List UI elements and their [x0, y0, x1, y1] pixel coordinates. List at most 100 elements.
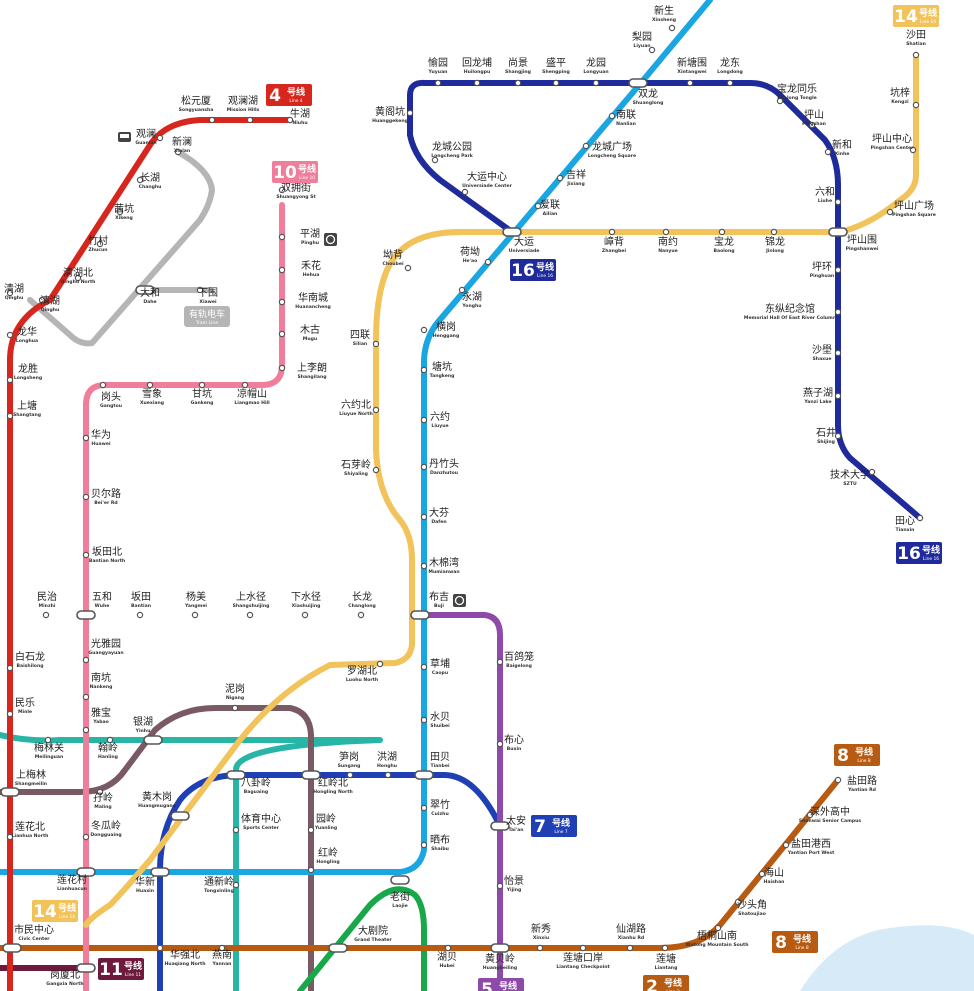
- station-marker[interactable]: [301, 611, 309, 619]
- station-marker[interactable]: [579, 944, 587, 952]
- station-name[interactable]: 田贝: [430, 751, 450, 763]
- station-name[interactable]: 上水径: [236, 590, 266, 603]
- station-marker[interactable]: [868, 468, 876, 476]
- station-marker[interactable]: [198, 381, 206, 389]
- station-marker[interactable]: [376, 660, 384, 668]
- station-name[interactable]: 新生: [654, 4, 674, 17]
- station-marker[interactable]: [912, 51, 920, 59]
- station-marker[interactable]: [226, 770, 246, 780]
- station-name[interactable]: 坂田北: [92, 546, 122, 558]
- station-marker[interactable]: [420, 804, 428, 812]
- station-name[interactable]: 茜坑: [114, 202, 134, 215]
- station-marker[interactable]: [6, 664, 14, 672]
- station-name[interactable]: 龙华: [17, 325, 37, 338]
- station-marker[interactable]: [6, 376, 14, 384]
- station-marker[interactable]: [824, 148, 832, 156]
- station-name[interactable]: 贝尔路: [91, 487, 121, 500]
- station-name[interactable]: 光雅园: [91, 637, 121, 650]
- station-name[interactable]: 坪山中心: [872, 132, 912, 145]
- station-name[interactable]: 梧桐山南: [697, 929, 737, 942]
- station-marker[interactable]: [106, 736, 114, 744]
- station-marker[interactable]: [770, 228, 778, 236]
- station-name[interactable]: 下围: [198, 287, 218, 299]
- station-name[interactable]: 大运: [514, 235, 534, 248]
- station-name[interactable]: 坳背: [383, 248, 403, 261]
- station-name[interactable]: 民乐: [15, 697, 35, 709]
- station-marker[interactable]: [420, 366, 428, 374]
- station-name[interactable]: 黄木岗: [142, 790, 172, 803]
- station-name[interactable]: 凉帽山: [237, 387, 267, 400]
- station-marker[interactable]: [806, 811, 814, 819]
- station-name[interactable]: 木古: [300, 323, 320, 336]
- station-marker[interactable]: [6, 331, 14, 339]
- station-name[interactable]: 洪湖: [377, 751, 397, 763]
- station-marker[interactable]: [484, 258, 492, 266]
- station-marker[interactable]: [96, 240, 104, 248]
- station-name[interactable]: 南坑: [91, 671, 111, 684]
- station-marker[interactable]: [156, 134, 164, 142]
- station-name[interactable]: 塘坑: [432, 360, 452, 373]
- station-name[interactable]: 木棉湾: [429, 556, 459, 569]
- station-marker[interactable]: [2, 943, 22, 953]
- station-marker[interactable]: [912, 101, 920, 109]
- station-marker[interactable]: [552, 79, 560, 87]
- station-name[interactable]: 通新岭: [204, 875, 234, 888]
- station-marker[interactable]: [307, 866, 315, 874]
- station-marker[interactable]: [328, 943, 348, 953]
- station-name[interactable]: 华为: [91, 428, 111, 441]
- station-name[interactable]: 新澜: [172, 135, 192, 148]
- station-marker[interactable]: [626, 944, 634, 952]
- station-name[interactable]: 市民中心: [14, 923, 54, 936]
- station-name[interactable]: 燕南: [212, 948, 232, 961]
- station-name[interactable]: 沙田: [906, 29, 926, 41]
- station-name[interactable]: 愉园: [428, 56, 448, 69]
- station-marker[interactable]: [420, 463, 428, 471]
- station-name[interactable]: 回龙埔: [462, 56, 492, 69]
- station-marker[interactable]: [136, 611, 144, 619]
- station-marker[interactable]: [502, 227, 522, 237]
- station-name[interactable]: 爱联: [540, 198, 560, 211]
- station-marker[interactable]: [608, 228, 616, 236]
- station-name[interactable]: 清湖北: [63, 266, 93, 279]
- station-name[interactable]: 新塘围: [677, 56, 707, 69]
- station-marker[interactable]: [726, 79, 734, 87]
- station-marker[interactable]: [135, 285, 155, 295]
- station-marker[interactable]: [6, 289, 14, 297]
- station-name[interactable]: 杨美: [186, 590, 206, 603]
- station-name[interactable]: 观澜湖: [228, 95, 258, 107]
- station-name[interactable]: 大和: [140, 286, 160, 299]
- station-marker[interactable]: [834, 349, 842, 357]
- station-marker[interactable]: [286, 116, 294, 124]
- station-marker[interactable]: [346, 771, 354, 779]
- station-marker[interactable]: [661, 944, 669, 952]
- station-name[interactable]: 雪象: [142, 388, 162, 400]
- station-marker[interactable]: [490, 821, 510, 831]
- station-name[interactable]: 莲塘口岸: [563, 951, 603, 964]
- station-name[interactable]: 梅林关: [34, 741, 64, 754]
- station-marker[interactable]: [514, 79, 522, 87]
- station-marker[interactable]: [357, 611, 365, 619]
- station-marker[interactable]: [96, 788, 104, 796]
- station-name[interactable]: 梨园: [632, 30, 652, 43]
- station-name[interactable]: 六和: [815, 186, 835, 198]
- station-name[interactable]: 仙湖路: [616, 922, 646, 935]
- station-marker[interactable]: [782, 841, 790, 849]
- station-marker[interactable]: [496, 740, 504, 748]
- station-name[interactable]: 清湖: [4, 282, 24, 295]
- station-name[interactable]: 长龙: [352, 590, 372, 603]
- station-marker[interactable]: [420, 416, 428, 424]
- station-name[interactable]: 罗湖北: [347, 665, 377, 677]
- station-name[interactable]: 丹竹头: [429, 457, 459, 470]
- station-name[interactable]: 荷坳: [460, 245, 480, 258]
- station-marker[interactable]: [372, 466, 380, 474]
- station-name[interactable]: 大芬: [429, 506, 449, 519]
- station-marker[interactable]: [886, 208, 894, 216]
- line-badge[interactable]: 5号线Line 5: [478, 978, 524, 991]
- station-name[interactable]: 上李朗: [297, 361, 327, 374]
- station-marker[interactable]: [74, 274, 82, 282]
